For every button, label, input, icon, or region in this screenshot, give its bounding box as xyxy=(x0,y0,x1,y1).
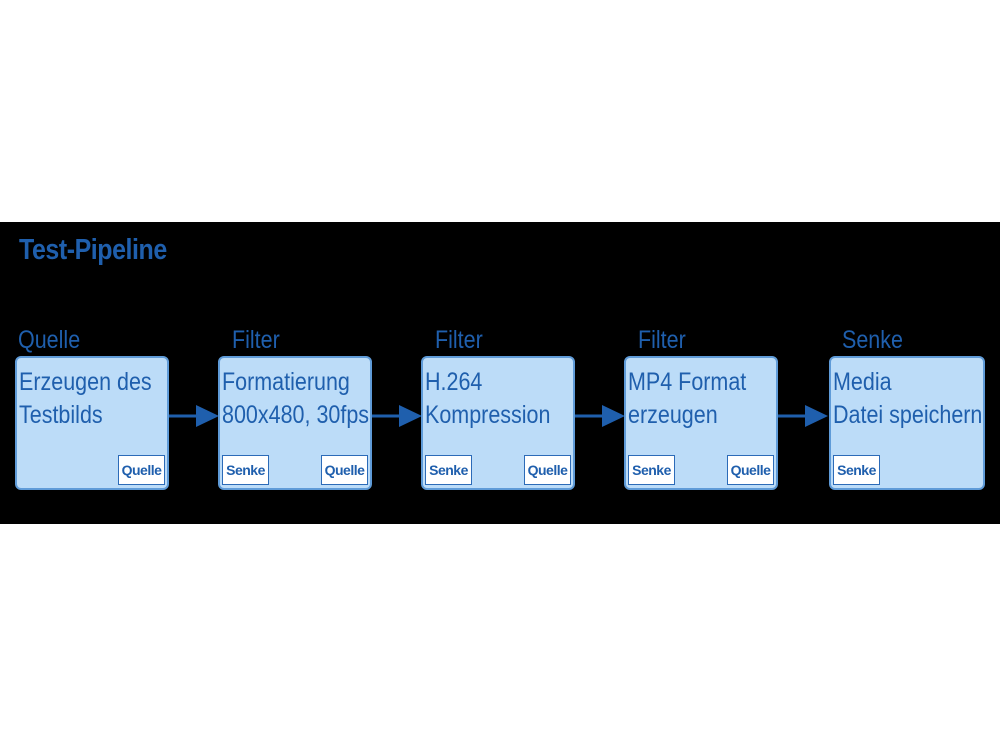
pipeline-element-format-filter: Formatierung 800x480, 30fps Senke Quelle xyxy=(218,356,372,490)
element-line: Media xyxy=(833,368,892,396)
element-line: Testbilds xyxy=(19,401,103,429)
pipeline-element-h264-filter: H.264 Kompression Senke Quelle xyxy=(421,356,575,490)
element-line: H.264 xyxy=(425,368,483,396)
element-description: Media Datei speichern xyxy=(833,366,982,432)
stage-type-label: Filter xyxy=(638,326,686,354)
arrow-2 xyxy=(372,405,422,427)
element-line: Erzeugen des xyxy=(19,368,152,396)
element-line: Formatierung xyxy=(222,368,350,396)
pipeline-element-mp4-filter: MP4 Format erzeugen Senke Quelle xyxy=(624,356,778,490)
source-pad: Quelle xyxy=(727,455,774,485)
sink-pad: Senke xyxy=(222,455,269,485)
pipeline-diagram: Test-Pipeline Quelle Erzeugen des Test xyxy=(0,222,1000,524)
stage-type-label: Filter xyxy=(435,326,483,354)
arrow-4 xyxy=(778,405,828,427)
diagram-title: Test-Pipeline xyxy=(19,234,167,266)
arrows-layer xyxy=(169,405,828,427)
source-pad: Quelle xyxy=(321,455,368,485)
element-description: Erzeugen des Testbilds xyxy=(19,366,152,432)
pipeline-element-source: Erzeugen des Testbilds Quelle xyxy=(15,356,169,490)
source-pad: Quelle xyxy=(118,455,165,485)
element-description: Formatierung 800x480, 30fps xyxy=(222,366,369,432)
sink-pad: Senke xyxy=(628,455,675,485)
stage-type-label: Filter xyxy=(232,326,280,354)
sink-pad: Senke xyxy=(833,455,880,485)
element-line: erzeugen xyxy=(628,401,718,429)
element-line: Datei speichern xyxy=(833,401,983,429)
sink-pad: Senke xyxy=(425,455,472,485)
element-line: 800x480, 30fps xyxy=(222,401,370,429)
arrow-1 xyxy=(169,405,219,427)
element-description: MP4 Format erzeugen xyxy=(628,366,746,432)
element-line: MP4 Format xyxy=(628,368,747,396)
arrow-3 xyxy=(575,405,625,427)
stage-type-label: Senke xyxy=(842,326,903,354)
source-pad: Quelle xyxy=(524,455,571,485)
element-line: Kompression xyxy=(425,401,551,429)
stage-type-label: Quelle xyxy=(18,326,81,354)
pipeline-element-sink: Media Datei speichern Senke xyxy=(829,356,985,490)
element-description: H.264 Kompression xyxy=(425,366,550,432)
